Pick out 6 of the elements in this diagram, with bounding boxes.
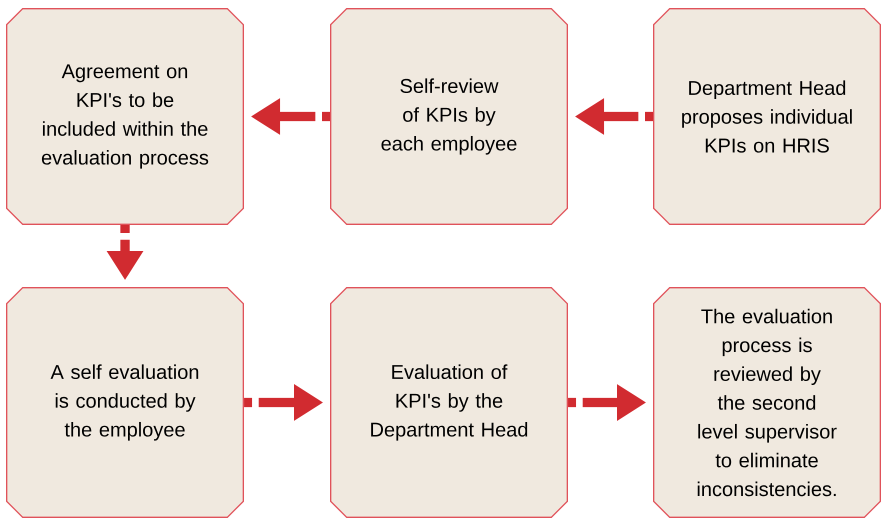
process-box: The evaluation process is reviewed by the second level supervisor to eliminate inconsistencies. [653, 287, 881, 518]
process-box: A self evaluation is conducted by the employee [6, 287, 244, 518]
process-box: Agreement on KPI's to be included within the evaluation process [6, 8, 244, 225]
process-box: Department Head proposes individual KPIs on HRIS [653, 8, 881, 225]
process-box: Evaluation of KPI's by the Department Head [330, 287, 568, 518]
process-box: Self-review of KPIs by each employee [330, 8, 568, 225]
